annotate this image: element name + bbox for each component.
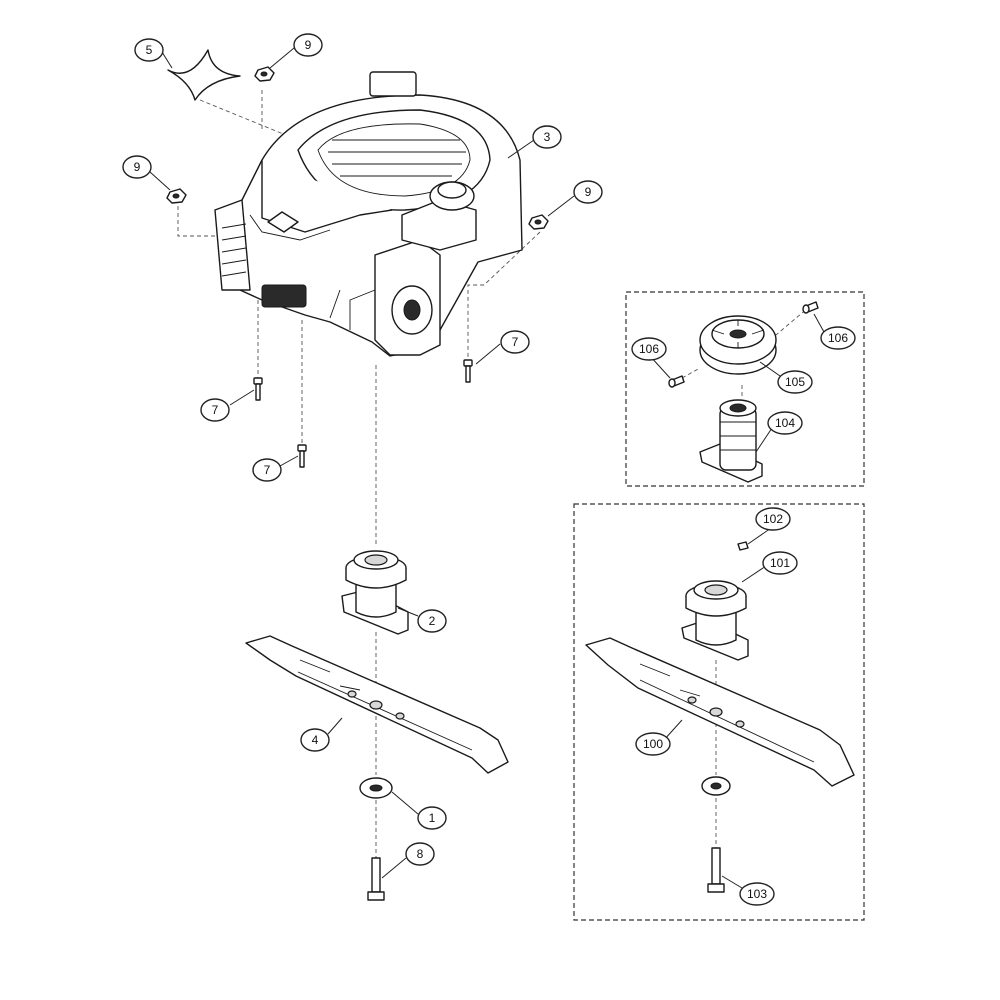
nut bbox=[166, 188, 187, 204]
assembly-line bbox=[199, 99, 299, 141]
callout-9: 9 bbox=[293, 33, 323, 57]
blade bbox=[245, 635, 509, 774]
callout-label: 5 bbox=[146, 43, 153, 57]
nut bbox=[528, 214, 549, 230]
assembly-line bbox=[467, 231, 541, 360]
callout-label: 9 bbox=[305, 38, 312, 52]
blade-kit-blade bbox=[585, 637, 855, 787]
callout-label: 100 bbox=[643, 737, 663, 751]
screw bbox=[668, 375, 685, 388]
blade-washer bbox=[359, 777, 393, 799]
callout-label: 102 bbox=[763, 512, 783, 526]
callout-9: 9 bbox=[122, 155, 152, 179]
callout-label: 9 bbox=[134, 160, 141, 174]
callout-label: 3 bbox=[544, 130, 551, 144]
callout-label: 7 bbox=[212, 403, 219, 417]
nut bbox=[254, 66, 275, 82]
callout-label: 2 bbox=[429, 614, 436, 628]
callout-label: 7 bbox=[512, 335, 519, 349]
air-filter-pad bbox=[167, 49, 241, 101]
callout-1: 1 bbox=[417, 806, 447, 830]
callout-label: 1 bbox=[429, 811, 436, 825]
callout-label: 106 bbox=[828, 331, 848, 345]
callout-label: 103 bbox=[747, 887, 767, 901]
adapter-hub bbox=[699, 399, 763, 483]
callout-104: 104 bbox=[767, 411, 803, 435]
engine-bolt bbox=[297, 444, 307, 468]
callout-7: 7 bbox=[252, 458, 282, 482]
callout-label: 105 bbox=[785, 375, 805, 389]
callout-label: 7 bbox=[264, 463, 271, 477]
callout-label: 104 bbox=[775, 416, 795, 430]
blade-kit-bolt bbox=[707, 847, 725, 893]
callout-label: 4 bbox=[312, 733, 319, 747]
screw bbox=[802, 301, 819, 314]
callout-101: 101 bbox=[762, 551, 798, 575]
blade-kit-adapter bbox=[681, 580, 749, 661]
callout-3: 3 bbox=[532, 125, 562, 149]
callout-105: 105 bbox=[777, 370, 813, 394]
callout-7: 7 bbox=[500, 330, 530, 354]
assembly-line bbox=[681, 307, 809, 379]
callout-100: 100 bbox=[635, 732, 671, 756]
option-box-blade-kit bbox=[573, 503, 865, 921]
callout-label: 9 bbox=[585, 185, 592, 199]
callout-label: 101 bbox=[770, 556, 790, 570]
callout-5: 5 bbox=[134, 38, 164, 62]
callout-2: 2 bbox=[417, 609, 447, 633]
blade-bolt bbox=[367, 857, 385, 901]
callout-106: 106 bbox=[631, 337, 667, 361]
callout-103: 103 bbox=[739, 882, 775, 906]
callout-7: 7 bbox=[200, 398, 230, 422]
engine-bolt bbox=[463, 359, 473, 383]
engine-bolt bbox=[253, 377, 263, 401]
pulley bbox=[699, 315, 777, 375]
callout-102: 102 bbox=[755, 507, 791, 531]
assembly-line bbox=[177, 206, 215, 237]
callout-9: 9 bbox=[573, 180, 603, 204]
callout-4: 4 bbox=[300, 728, 330, 752]
key bbox=[737, 541, 749, 551]
blade-kit-washer bbox=[701, 776, 731, 796]
callout-label: 106 bbox=[639, 342, 659, 356]
engine bbox=[214, 71, 523, 357]
callout-label: 8 bbox=[417, 847, 424, 861]
callout-106: 106 bbox=[820, 326, 856, 350]
callout-8: 8 bbox=[405, 842, 435, 866]
blade-adapter bbox=[341, 550, 409, 635]
